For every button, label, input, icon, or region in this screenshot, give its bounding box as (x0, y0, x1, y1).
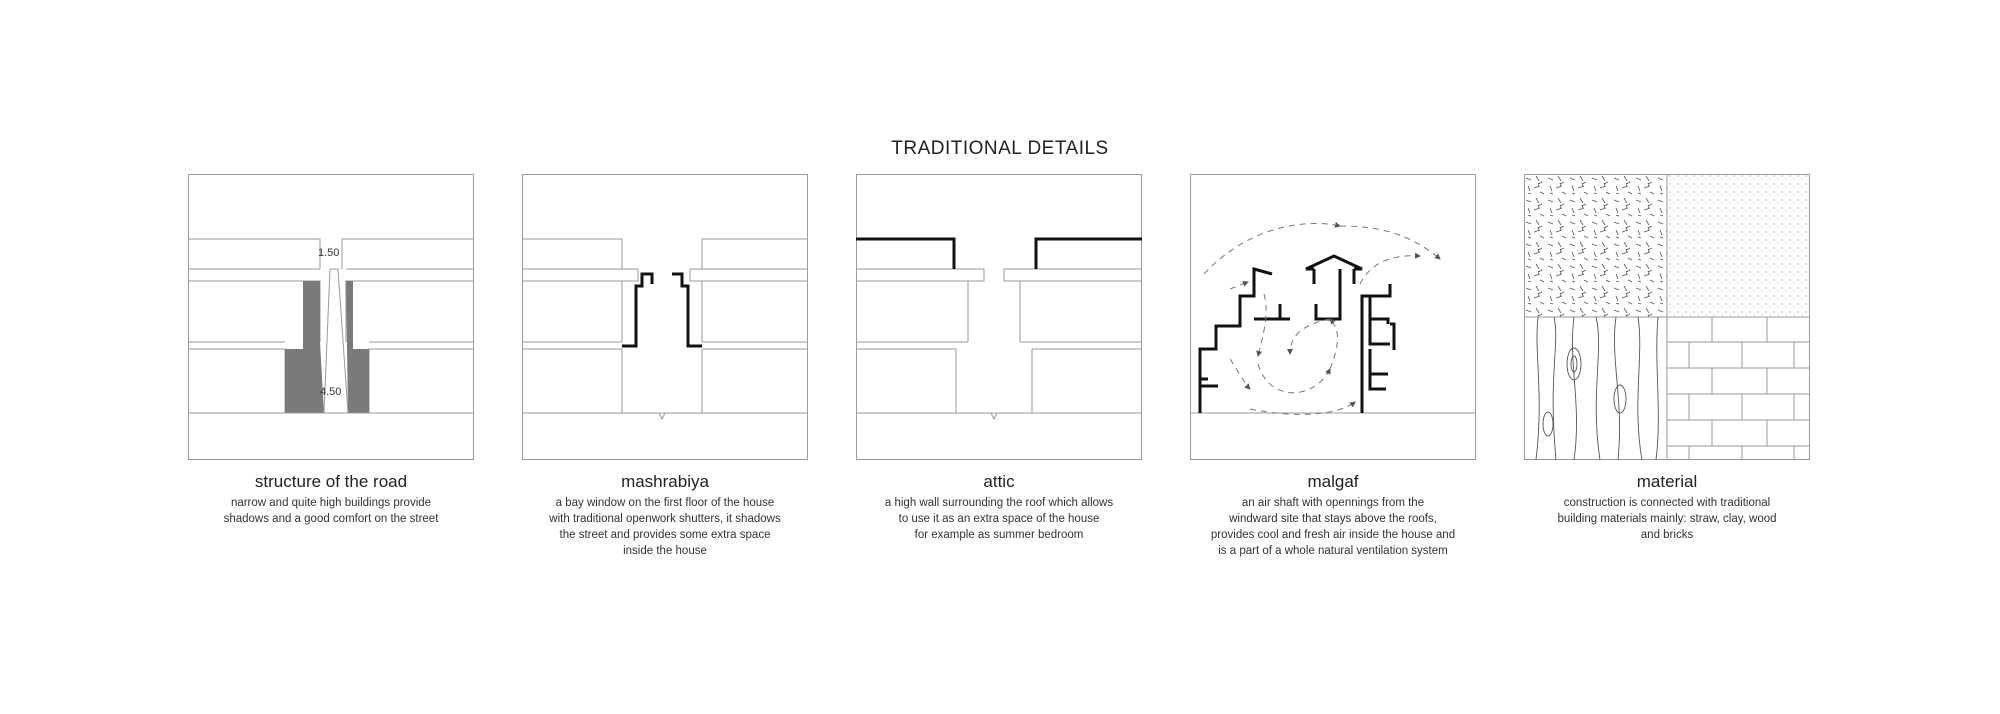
material-description: construction is connected with tradition… (1557, 497, 1777, 541)
road-description: narrow and quite high buildings provide … (223, 497, 439, 525)
malgaf-description: an air shaft with opennings from the win… (1210, 497, 1456, 557)
road-panel: 1.50 4.50 (188, 174, 474, 460)
malgaf-title: malgaf (1307, 472, 1359, 491)
malgaf-panel (1190, 174, 1476, 460)
road-title: structure of the road (254, 472, 408, 491)
mashrabiya-description: a bay window on the first floor of the h… (549, 497, 781, 557)
attic-drawing (856, 174, 1142, 460)
attic-caption: attic a high wall surrounding the roof w… (834, 472, 1164, 543)
attic-panel (856, 174, 1142, 460)
material-title: material (1636, 472, 1698, 491)
straw-texture (1525, 175, 1667, 317)
dimension-top: 1.50 (318, 247, 339, 259)
clay-texture (1667, 175, 1809, 317)
dimension-bottom: 4.50 (320, 386, 341, 398)
road-section-drawing: 1.50 4.50 (188, 174, 474, 460)
mashrabiya-panel (522, 174, 808, 460)
mashrabiya-caption: mashrabiya a bay window on the first flo… (500, 472, 830, 559)
attic-description: a high wall surrounding the roof which a… (884, 497, 1114, 541)
material-panel (1524, 174, 1810, 460)
material-swatches (1524, 174, 1810, 460)
page-title: TRADITIONAL DETAILS (891, 138, 1109, 159)
wood-texture (1535, 316, 1659, 460)
mashrabiya-drawing (522, 174, 808, 460)
mashrabiya-title: mashrabiya (621, 472, 709, 491)
malgaf-drawing (1190, 174, 1476, 460)
road-caption: structure of the road narrow and quite h… (166, 472, 496, 527)
material-caption: material construction is connected with … (1502, 472, 1832, 543)
malgaf-caption: malgaf an air shaft with opennings from … (1168, 472, 1498, 559)
attic-title: attic (983, 472, 1015, 491)
brick-texture (1667, 317, 1810, 460)
